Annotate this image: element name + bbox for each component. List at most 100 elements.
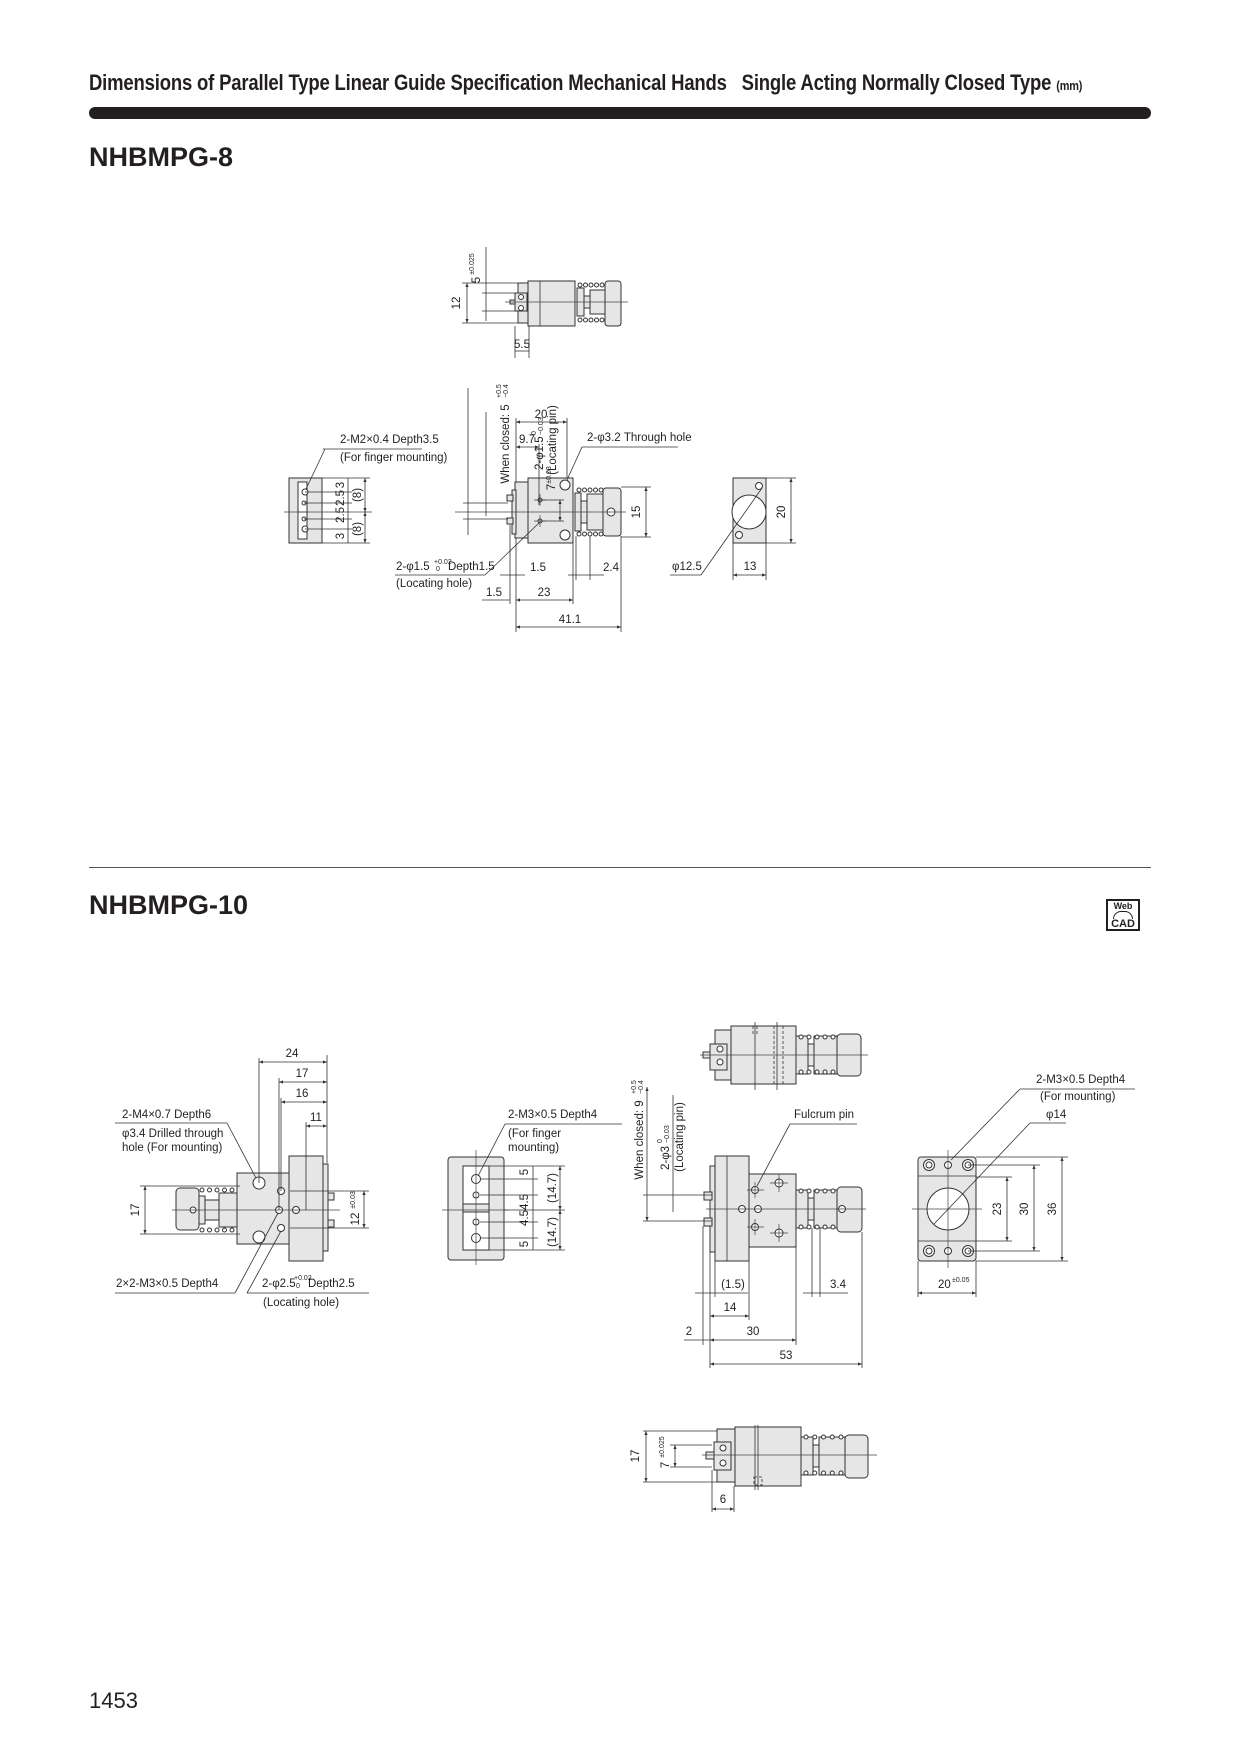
spring bbox=[798, 1224, 836, 1230]
finger-rail bbox=[297, 481, 308, 540]
dim-30: 30 bbox=[1019, 1203, 1031, 1216]
spring-coil bbox=[222, 1187, 227, 1193]
spring-coil bbox=[588, 317, 594, 323]
spring bbox=[199, 1227, 235, 1233]
spring bbox=[576, 487, 604, 493]
dim-17: 17 bbox=[296, 1068, 309, 1080]
dim-24: 24 bbox=[286, 1048, 299, 1060]
hidden-feature bbox=[753, 1476, 763, 1486]
finger-hole bbox=[719, 1459, 727, 1467]
mount-thread-callout: 2-M3×0.5 Depth4 bbox=[1036, 1074, 1126, 1086]
pin bbox=[705, 1451, 715, 1460]
thread-callout: 2-M2×0.4 Depth3.5 bbox=[340, 434, 439, 446]
locating-pin-tol-upper: 0 bbox=[657, 1139, 664, 1143]
when-closed-tol-lower: −0.4 bbox=[503, 384, 510, 398]
spring-coil bbox=[214, 1187, 220, 1193]
dim-pitch-7: 7 bbox=[546, 484, 558, 490]
locating-hole-callout: 2-φ2.5 bbox=[262, 1278, 296, 1290]
spring-coil bbox=[803, 1434, 809, 1440]
spring-coil bbox=[814, 1188, 820, 1194]
leader-line bbox=[246, 1230, 282, 1294]
spring-coil bbox=[576, 531, 582, 537]
locating-pin-tol-lower: −0.03 bbox=[664, 1125, 671, 1143]
dim-2: 2 bbox=[686, 1326, 692, 1338]
spring bbox=[798, 1069, 836, 1075]
spring-coil bbox=[598, 531, 604, 537]
extension-lines bbox=[509, 525, 622, 632]
dim-height-17: 17 bbox=[630, 1450, 642, 1463]
extension-lines bbox=[258, 1055, 328, 1210]
end-cap bbox=[844, 1434, 869, 1479]
web-label: Web bbox=[1113, 901, 1133, 911]
spring-coil bbox=[599, 282, 605, 288]
body bbox=[527, 280, 576, 327]
spring-coil bbox=[598, 487, 604, 493]
spring-coil bbox=[806, 1224, 812, 1230]
spring-coil bbox=[583, 317, 588, 323]
spring-coil bbox=[593, 487, 598, 493]
nhbmpg10-bottom-view: 17 7 ±0.025 6 bbox=[630, 1425, 877, 1512]
dim-height-15: 15 bbox=[631, 506, 643, 519]
spring-coil bbox=[814, 1034, 820, 1040]
spring bbox=[576, 531, 604, 537]
leader-line bbox=[305, 448, 326, 490]
when-closed-label: When closed: 9 bbox=[634, 1100, 646, 1179]
extension-lines bbox=[643, 1430, 735, 1512]
spring-coil bbox=[798, 1224, 804, 1230]
spring-coil bbox=[229, 1187, 235, 1193]
web-cad-button[interactable]: Web CAD bbox=[1106, 899, 1140, 931]
spring-coil bbox=[830, 1034, 836, 1040]
mount-hole bbox=[755, 482, 763, 490]
title-bar bbox=[89, 107, 1151, 119]
spring bbox=[798, 1034, 836, 1040]
mount-thread-note: (For mounting) bbox=[1040, 1091, 1116, 1103]
spring bbox=[803, 1434, 844, 1440]
leader-line bbox=[950, 1088, 1021, 1161]
spring-coil bbox=[577, 282, 583, 288]
extension-lines bbox=[480, 1165, 565, 1251]
model-heading-nhbmpg-8: NHBMPG-8 bbox=[89, 142, 234, 172]
nhbmpg10-finger-view: 5 4.5 4.5 5 (14.7) (14.7) 2-M3×0.5 Depth… bbox=[442, 1109, 622, 1265]
bore-label: φ14 bbox=[1046, 1109, 1067, 1121]
thread-note: (For finger mounting) bbox=[340, 452, 448, 464]
spring-coil bbox=[582, 531, 587, 537]
page-number: 1453 bbox=[89, 1688, 138, 1713]
spring-coil bbox=[822, 1069, 828, 1075]
dim-pin-pitch-tol: ±0.025 bbox=[469, 253, 476, 274]
spring bbox=[199, 1187, 235, 1193]
spring-coil bbox=[594, 282, 599, 288]
spring-coil bbox=[814, 1069, 820, 1075]
extension-lines bbox=[702, 1226, 863, 1368]
spring-coil bbox=[822, 1188, 828, 1194]
extension-lines bbox=[463, 502, 508, 520]
dim-1-5: 1.5 bbox=[530, 562, 546, 574]
spring bbox=[798, 1188, 836, 1194]
spring-coil bbox=[587, 531, 593, 537]
mount-thread-callout: 2-M4×0.7 Depth6 bbox=[122, 1109, 211, 1121]
finger-hole bbox=[518, 294, 524, 300]
dim-half: (14.7) bbox=[547, 1217, 559, 1247]
dim-2-4: 2.4 bbox=[603, 562, 620, 574]
through-hole-callout: 2-φ3.2 Through hole bbox=[587, 432, 692, 444]
spring-coil bbox=[594, 317, 599, 323]
locating-pin-note: (Locating pin) bbox=[674, 1102, 686, 1172]
spring-coil bbox=[583, 282, 588, 288]
when-closed-tol-lower: −0.4 bbox=[638, 1080, 645, 1094]
dim-9-7: 9.7 bbox=[519, 434, 535, 446]
spring-coil bbox=[806, 1034, 812, 1040]
dim-pin-pitch: 5 bbox=[471, 277, 483, 283]
spring-coil bbox=[822, 1034, 828, 1040]
spring-coil bbox=[829, 1434, 835, 1440]
leader-line bbox=[234, 1212, 279, 1294]
locating-pin bbox=[506, 494, 514, 502]
dim-pitch-7-tol: ±0.03 bbox=[546, 466, 553, 484]
unit-label: (mm) bbox=[1056, 78, 1083, 93]
section-lines bbox=[754, 1022, 778, 1090]
hole-crosshair bbox=[747, 1174, 788, 1242]
locating-hole-tol-upper: +0.02 bbox=[294, 1275, 312, 1282]
spring-coil bbox=[199, 1227, 205, 1233]
dim-14: 14 bbox=[724, 1302, 737, 1314]
leader-line bbox=[484, 521, 541, 576]
dim-offset-6: 6 bbox=[720, 1494, 726, 1506]
leader-line bbox=[477, 1123, 506, 1177]
